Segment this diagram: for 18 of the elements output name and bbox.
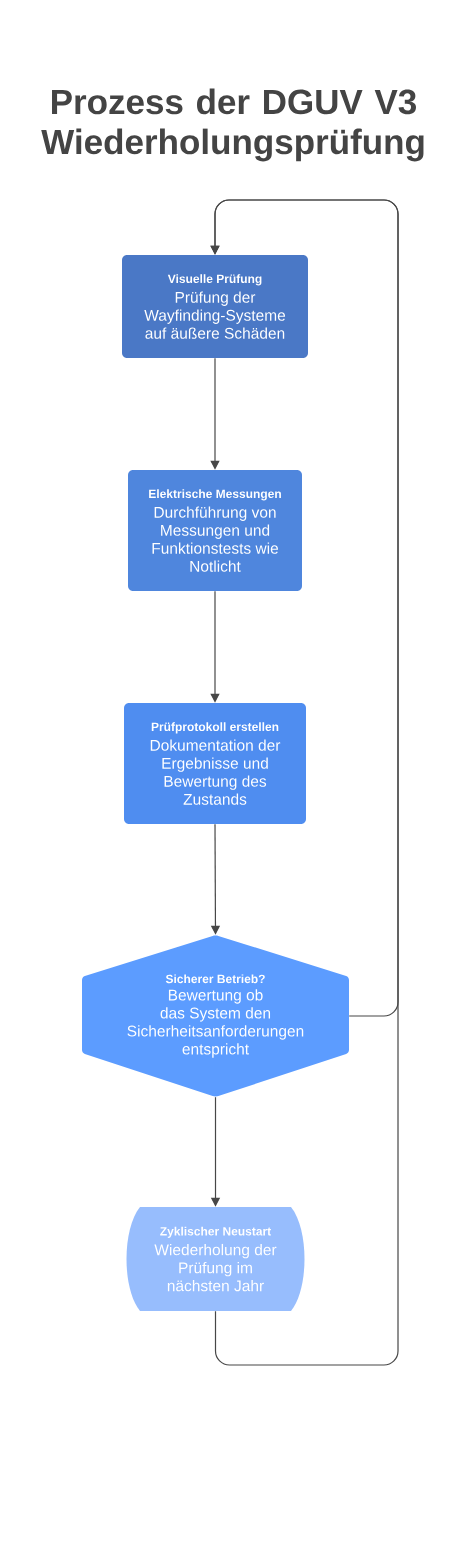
decision-hexagon	[82, 935, 349, 1097]
title: Prozess der DGUV V3 Wiederholungsprüfung	[41, 88, 424, 162]
step-description: Dokumentation der Ergebnisse und Bewertung des Zustands	[150, 739, 281, 805]
process-box	[128, 470, 302, 591]
step-title: Prüfprotokoll erstellen	[151, 722, 279, 734]
arrow	[210, 357, 220, 470]
process-box	[122, 255, 308, 358]
cycle-box	[126, 1207, 305, 1311]
step-title: Sicherer Betrieb?	[165, 974, 265, 984]
step-title: Visuelle Prüfung	[167, 274, 262, 286]
process-box	[124, 703, 306, 824]
step-title: Elektrische Messungen	[149, 489, 281, 501]
step-title: Zyklischer Neustart	[160, 1226, 271, 1238]
step-description: Wiederholung der Prüfung im nächsten Jahr	[154, 1243, 277, 1292]
step-description: Durchführung von Messungen und Funktionstests wie Notlicht	[152, 506, 279, 572]
arrow	[210, 590, 220, 703]
step-description: Prüfung der Wayfinding-Systeme auf äußere Schäden	[144, 291, 286, 339]
step-description: Bewertung ob das System den Sicherheitsanforderungen entspricht	[127, 989, 304, 1058]
